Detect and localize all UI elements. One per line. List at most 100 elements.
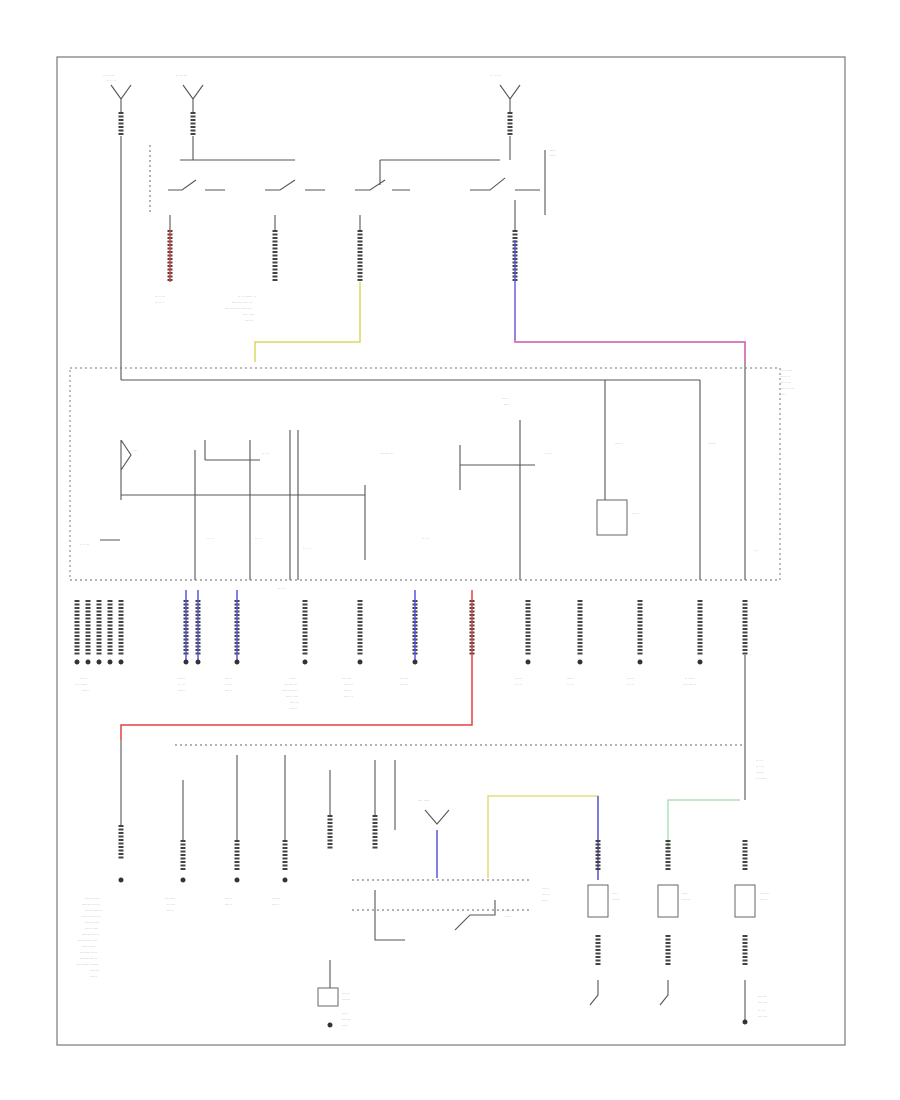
svg-text:·· ···: ·· ··· — [545, 452, 552, 456]
svg-text:·······: ······· — [758, 995, 766, 999]
svg-text:·······: ······· — [342, 1018, 350, 1022]
connector-drops: ······ ···· ······ ······ ······ ·· ··· … — [74, 590, 748, 711]
power-source-3: ·· ··· ··· — [490, 74, 521, 136]
svg-text:······: ······ — [344, 689, 351, 693]
svg-text:·· ···: ·· ··· — [207, 537, 214, 541]
svg-text:······: ······ — [627, 677, 634, 681]
svg-text:······: ······ — [542, 887, 549, 891]
svg-text:······: ······ — [167, 909, 174, 913]
svg-text:·······: ······· — [342, 992, 350, 996]
svg-text:·· ···: ·· ··· — [515, 683, 522, 687]
svg-text:·· ··· ······ ··: ·· ··· ······ ·· — [238, 295, 256, 299]
svg-text:·······: ······· — [542, 893, 550, 897]
svg-text:·· ···: ·· ··· — [567, 683, 574, 687]
svg-text:·· ·· ···: ·· ·· ··· — [155, 295, 165, 299]
svg-text:·· ···: ·· ··· — [756, 759, 763, 763]
svg-text:·· ·· ··: ·· ·· ·· — [80, 543, 89, 547]
svg-text:······: ······ — [272, 903, 279, 907]
svg-text:···· ···: ···· ··· — [342, 677, 351, 681]
svg-text:·······: ······· — [400, 683, 408, 687]
svg-text:····· ··: ····· ·· — [344, 683, 353, 687]
junction-block — [69, 367, 781, 581]
svg-text:·······: ······· — [756, 771, 764, 775]
svg-text:·· ·· ·: ·· ·· · — [303, 547, 311, 551]
svg-text:·········: ········· — [165, 897, 175, 901]
svg-text:·· ····: ·· ···· — [756, 765, 764, 769]
svg-text:·······: ······· — [682, 898, 690, 902]
svg-text:·····: ····· — [342, 1012, 348, 1016]
svg-text:·····: ····· — [504, 403, 510, 407]
svg-text:·· ···: ·· ··· — [225, 683, 232, 687]
svg-text:······: ······ — [290, 707, 297, 711]
svg-text:·· ·····: ·· ····· — [685, 677, 694, 681]
svg-text:······ ········: ······ ········ — [85, 909, 102, 913]
svg-text:······: ······ — [225, 677, 232, 681]
svg-text:·· ···: ·· ··· — [422, 537, 429, 541]
svg-text:·· ··· ·: ·· ··· · — [155, 301, 164, 305]
svg-text:···: ··· — [755, 549, 758, 553]
svg-text:······: ······ — [225, 897, 232, 901]
svg-text:·· ··· ···: ·· ··· ··· — [103, 74, 114, 78]
svg-text:······: ······ — [80, 677, 87, 681]
svg-text:···· ······: ···· ······ — [75, 683, 87, 687]
svg-text:·· ······: ·· ······ — [756, 777, 766, 781]
svg-text:······: ······ — [615, 442, 622, 446]
svg-text:········ ····: ········ ···· — [85, 921, 99, 925]
lower-right-components: ····· ······· ····· ······· ········ ···… — [587, 799, 769, 1025]
svg-text:··········· ········: ··········· ········ — [76, 963, 98, 967]
svg-text:······: ······ — [567, 677, 574, 681]
svg-text:·····: ····· — [780, 393, 786, 397]
svg-text:······ ···: ······ ··· — [780, 381, 791, 385]
svg-text:······: ······ — [225, 903, 232, 907]
svg-text:······· ······: ······· ······ — [85, 897, 101, 901]
svg-text:········· ··: ········· ·· — [683, 683, 696, 687]
svg-text:·· ··· ···: ·· ··· ··· — [176, 74, 187, 78]
svg-text:····· ·····: ····· ····· — [780, 369, 792, 373]
power-source-1: ·· ··· ··· ·· ·· ·· — [103, 74, 132, 136]
svg-text:········ ···: ········ ··· — [380, 452, 393, 456]
svg-text:········· ···· ····· ···: ········· ···· ····· ··· — [225, 307, 252, 311]
svg-text:·· ···: ·· ··· — [758, 1009, 765, 1013]
svg-text:·· ····: ·· ···· — [167, 903, 175, 907]
svg-text:········ ·····: ········ ····· — [282, 689, 298, 693]
svg-text:······: ······ — [90, 975, 97, 979]
svg-text:·····: ····· — [290, 677, 296, 681]
lower-switch-block: ···· ····· ······· ····· ······ ······· … — [352, 795, 599, 941]
svg-text:········· ···· ·· ·: ········· ···· ·· · — [232, 301, 253, 305]
svg-text:······: ······ — [760, 898, 767, 902]
svg-text:·· ···: ·· ··· — [262, 452, 269, 456]
svg-text:········: ········ — [90, 969, 99, 973]
svg-text:·····: ····· — [612, 892, 618, 896]
svg-text:······: ······ — [225, 689, 232, 693]
svg-text:········ ···: ········ ··· — [284, 683, 297, 687]
svg-text:········ ·······: ········ ······· — [82, 903, 100, 907]
svg-text:······: ······ — [542, 899, 549, 903]
ignition-switch: ····· ····· — [149, 136, 556, 230]
svg-text:········· ·····: ········· ····· — [80, 951, 97, 955]
svg-text:·······: ······· — [505, 909, 513, 913]
svg-text:····: ···· — [133, 449, 137, 453]
svg-text:········ ······: ········ ······ — [80, 957, 97, 961]
lower-drops: ······· ······ ········ ······· ······ ·… — [76, 740, 396, 979]
svg-text:······: ······ — [178, 677, 185, 681]
svg-text:········: ········ — [760, 892, 769, 896]
svg-text:·· ···: ·· ··· — [178, 683, 185, 687]
svg-text:······: ······ — [82, 689, 89, 693]
svg-text:······ ······: ······ ······ — [82, 945, 96, 949]
svg-text:·····: ····· — [682, 892, 688, 896]
junction-block-internals: ···· ·· ··· ········ ··· ······ ····· ··… — [80, 397, 758, 591]
svg-text:······ ····: ······ ···· — [286, 695, 298, 699]
svg-text:·····: ····· — [550, 149, 556, 153]
svg-text:······ ·····: ······ ····· — [85, 927, 98, 931]
svg-text:·······: ······· — [612, 898, 620, 902]
svg-text:······: ······ — [502, 397, 509, 401]
svg-text:······: ······ — [515, 677, 522, 681]
bottom-ground: ······· ······· ····· ······· ····· — [317, 960, 350, 1028]
svg-text:····· ··: ····· ·· — [344, 695, 353, 699]
svg-text:·······: ······· — [400, 677, 408, 681]
svg-text:·······: ······· — [272, 897, 280, 901]
svg-text:······: ······ — [632, 512, 639, 516]
svg-text:······ ·· ···: ······ ·· ··· — [780, 387, 794, 391]
svg-text:·····: ····· — [505, 915, 511, 919]
